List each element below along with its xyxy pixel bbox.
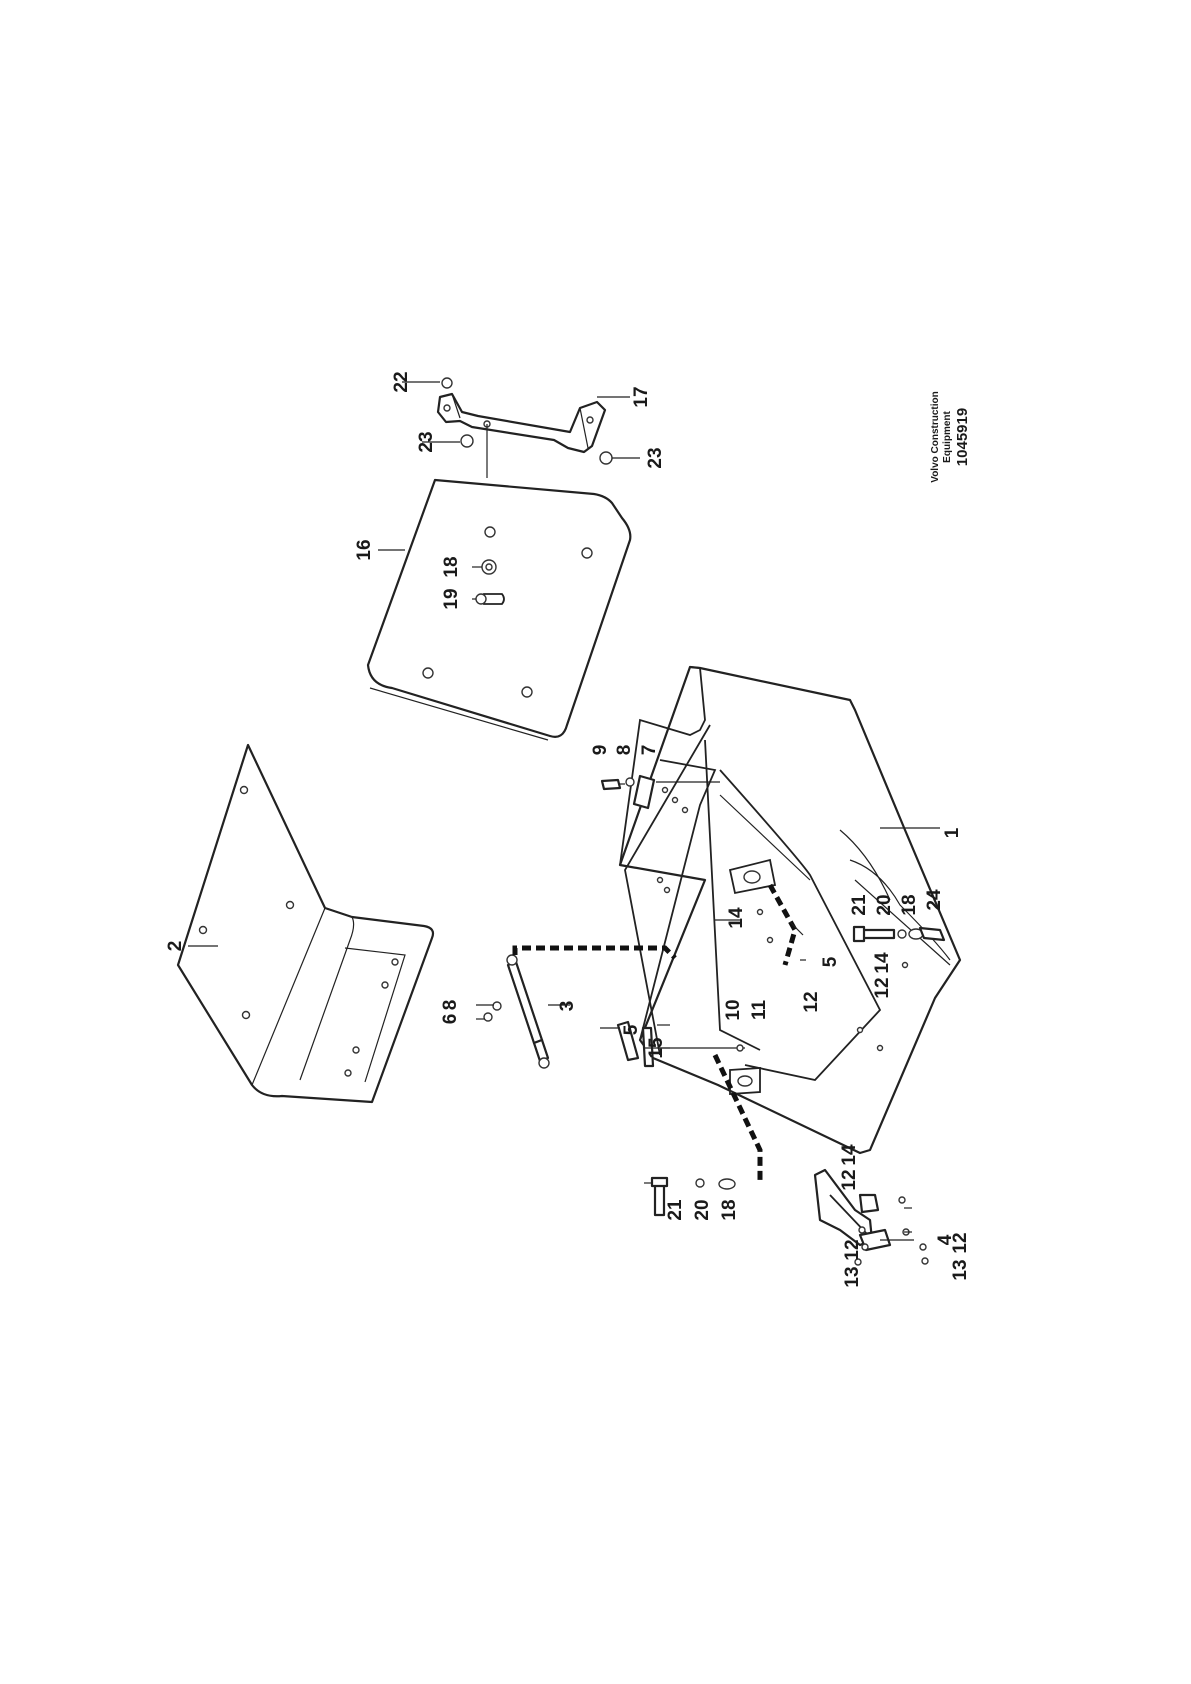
callout-2: 2 (165, 941, 186, 952)
part-1-main-box (618, 665, 962, 1155)
part-3-gas-strut (483, 954, 550, 1069)
callout-3: 3 (557, 1001, 578, 1012)
callout-16: 16 (354, 539, 375, 560)
callout-12d: 12 (842, 1239, 863, 1260)
callout-14b: 14 (872, 952, 893, 974)
callout-19: 19 (441, 588, 462, 609)
callout-7: 7 (639, 745, 660, 756)
callout-8b: 8 (440, 1000, 461, 1011)
callout-22: 22 (391, 371, 412, 392)
callout-8a: 8 (614, 745, 635, 756)
part-2-cover-plate (176, 743, 435, 1104)
callout-23b: 23 (645, 447, 666, 468)
part-4-latch (813, 1168, 929, 1266)
part-16-top-panel (366, 478, 632, 741)
callout-17: 17 (631, 386, 652, 407)
callout-13a: 13 (842, 1266, 863, 1287)
bracket-hardware (441, 377, 613, 478)
callout-18c: 18 (719, 1199, 740, 1220)
document-number: 1045919 (954, 408, 971, 466)
callout-12a: 12 (801, 991, 822, 1012)
part-17-bracket (436, 392, 607, 454)
callout-20a: 20 (874, 894, 895, 915)
callout-12b: 12 (872, 977, 893, 998)
callout-21b: 21 (665, 1199, 686, 1221)
callout-5b: 5 (820, 956, 841, 967)
fastener-stack-right (852, 925, 946, 943)
callout-18a: 18 (441, 556, 462, 577)
callout-1: 1 (942, 827, 963, 838)
leader-lines (188, 381, 940, 1241)
callout-4: 4 (935, 1234, 956, 1245)
callout-12e: 12 (950, 1232, 971, 1253)
callout-11: 11 (749, 1000, 770, 1021)
callout-6: 6 (440, 1014, 461, 1025)
callout-labels: 1 2 3 4 5 5 6 7 8 8 9 10 11 12 12 12 12 … (165, 371, 971, 1287)
callout-23a: 23 (416, 431, 437, 452)
fastener-stack-left (650, 1176, 736, 1217)
callout-24: 24 (924, 889, 945, 911)
callout-10: 10 (723, 999, 744, 1020)
callout-20b: 20 (692, 1199, 713, 1220)
callout-15: 15 (646, 1037, 667, 1059)
brand-block: Volvo Construction Equipment 1045919 (930, 391, 971, 482)
brand-line-1: Volvo Construction (930, 391, 941, 482)
callout-13b: 13 (950, 1259, 971, 1280)
callout-9: 9 (590, 745, 611, 756)
callout-14c: 14 (839, 1144, 860, 1166)
assembly-dashed-lines (512, 883, 798, 1180)
part-15-latch-parts (616, 1020, 745, 1068)
callout-18b: 18 (899, 894, 920, 915)
brand-line-2: Equipment (942, 411, 953, 463)
callout-12c: 12 (839, 1169, 860, 1190)
callout-14a: 14 (726, 907, 747, 929)
callout-21a: 21 (849, 894, 870, 916)
callout-5a: 5 (621, 1024, 642, 1035)
part-7-8-9-fasteners (600, 774, 720, 810)
